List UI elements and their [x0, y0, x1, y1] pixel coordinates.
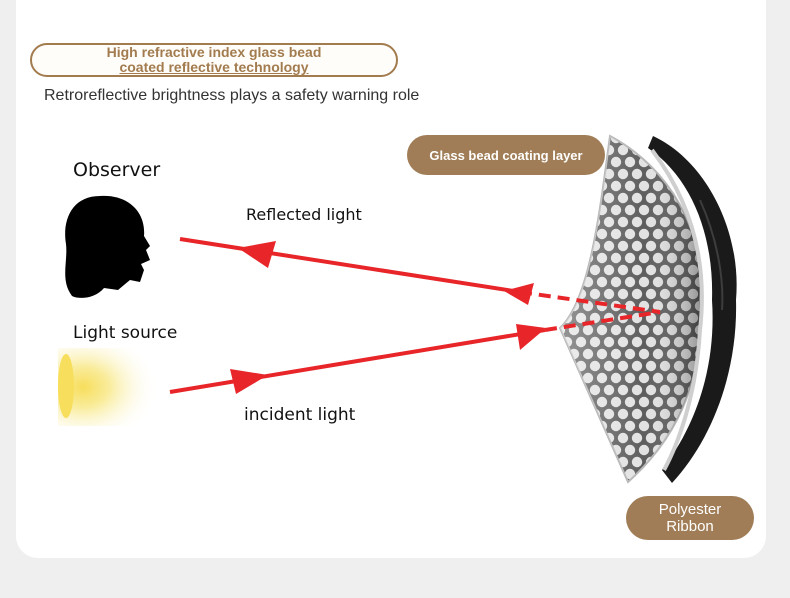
polyester-ribbon-shape — [648, 136, 737, 483]
subtitle: Retroreflective brightness plays a safet… — [44, 87, 420, 104]
incident-light-label: incident light — [244, 405, 356, 425]
light-glow-icon — [58, 348, 158, 426]
incident-light-arrow — [169, 310, 661, 394]
glass-bead-layer-text: Glass bead coating layer — [429, 147, 583, 163]
light-source-label: Light source — [73, 323, 178, 343]
ribbon-text-line-2: Ribbon — [666, 518, 714, 535]
title-line-1: High refractive index glass bead — [106, 44, 322, 60]
ribbon-text-line-1: Polyester — [658, 501, 722, 518]
title-line-2: coated reflective technology — [119, 59, 309, 75]
reflected-light-label: Reflected light — [246, 205, 362, 224]
observer-silhouette-icon — [65, 195, 150, 298]
observer-label: Observer — [73, 159, 161, 181]
glass-bead-layer-tag: Glass bead coating layer — [407, 135, 605, 175]
polyester-ribbon-tag: Polyester Ribbon — [626, 496, 754, 540]
reflected-light-arrow — [179, 237, 661, 314]
title-pill: High refractive index glass bead coated … — [30, 43, 398, 77]
